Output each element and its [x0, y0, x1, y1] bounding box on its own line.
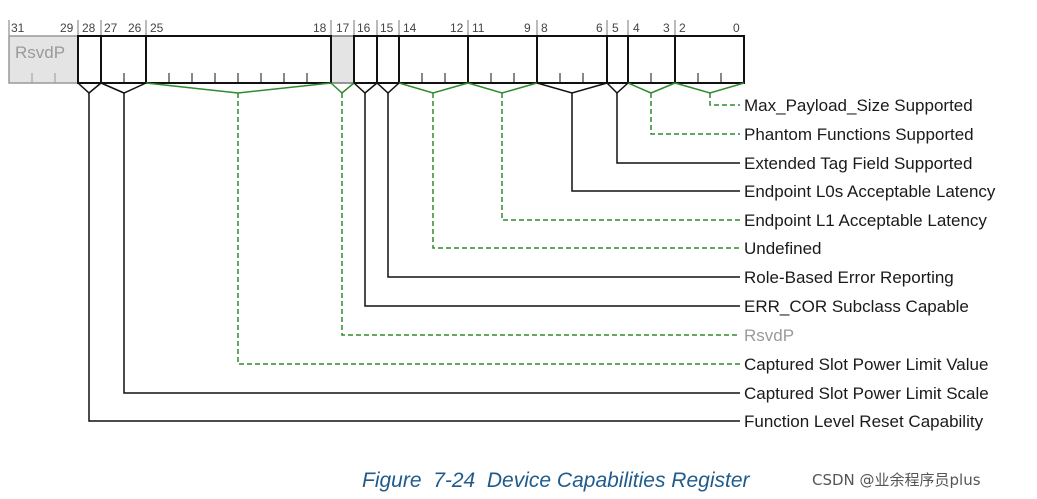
- leader-27-26: [123, 93, 740, 394]
- leader-25-18: [237, 93, 740, 365]
- field-box-11-9: [467, 35, 538, 84]
- field-box-16: [353, 35, 378, 84]
- field-label-rsvdp: RsvdP: [744, 326, 794, 345]
- bit-label-31: 31: [11, 21, 25, 35]
- bit-label-14: 14: [403, 21, 417, 35]
- bit-label-12: 12: [450, 21, 464, 35]
- brace-11-9: [467, 82, 538, 94]
- brace-15: [376, 82, 400, 95]
- leader-4-3: [650, 93, 740, 135]
- field-box-15: [376, 35, 400, 84]
- bit-label-6: 6: [596, 21, 603, 35]
- bit-number-dividers: [8, 20, 676, 36]
- leader-lines-solid: [77, 82, 740, 422]
- bit-label-18: 18: [313, 21, 327, 35]
- field-label-undefined: Undefined: [744, 239, 822, 258]
- field-label-err-cor-subclass: ERR_COR Subclass Capable: [744, 297, 969, 316]
- brace-5: [606, 82, 629, 95]
- bit-label-9: 9: [524, 21, 531, 35]
- brace-17: [330, 82, 355, 94]
- bit-label-4: 4: [633, 21, 640, 35]
- field-box-8-6: [536, 35, 608, 84]
- leader-lines-dashed: [145, 82, 745, 365]
- brace-16: [353, 82, 378, 94]
- field-label-max-payload-size: Max_Payload_Size Supported: [744, 96, 973, 115]
- bit-label-0: 0: [733, 21, 740, 35]
- field-label-phantom-functions: Phantom Functions Supported: [744, 125, 974, 144]
- brace-27-26: [100, 82, 147, 94]
- inner-bit-ticks: [123, 73, 722, 83]
- leader-28: [88, 93, 740, 422]
- reserved-box-ticks: [31, 73, 56, 83]
- bit-label-8: 8: [541, 21, 548, 35]
- bit-label-27: 27: [104, 21, 118, 35]
- brace-14-12: [398, 82, 469, 94]
- field-label-slot-power-limit-scale: Captured Slot Power Limit Scale: [744, 384, 989, 403]
- leader-5: [616, 93, 740, 164]
- leader-16: [364, 93, 740, 307]
- field-label-endpoint-l0s-latency: Endpoint L0s Acceptable Latency: [744, 182, 996, 201]
- watermark: CSDN @业余程序员plus: [812, 471, 981, 489]
- leader-15: [387, 93, 740, 278]
- field-label-endpoint-l1-latency: Endpoint L1 Acceptable Latency: [744, 211, 987, 230]
- brace-4-3: [627, 82, 676, 94]
- brace-8-6: [536, 82, 608, 94]
- brace-2-0: [674, 82, 745, 94]
- field-box-2-0: [674, 35, 745, 84]
- bit-label-16: 16: [357, 21, 371, 35]
- bit-label-25: 25: [150, 21, 164, 35]
- reserved-box-label: RsvdP: [15, 43, 65, 62]
- figure-caption: Figure 7-24 Device Capabilities Register: [362, 469, 751, 492]
- field-box-28: [77, 35, 102, 84]
- bit-label-28: 28: [82, 21, 96, 35]
- register-boxes: RsvdP: [8, 35, 745, 84]
- field-box-14-12: [398, 35, 469, 84]
- field-box-5: [606, 35, 629, 84]
- brace-28: [77, 82, 102, 94]
- bit-label-2: 2: [679, 21, 686, 35]
- field-label-extended-tag-field: Extended Tag Field Supported: [744, 154, 972, 173]
- bit-label-3: 3: [663, 21, 670, 35]
- bit-label-15: 15: [380, 21, 394, 35]
- leader-11-9: [501, 93, 740, 221]
- leader-14-12: [432, 93, 740, 249]
- reserved-box-17: [330, 35, 355, 84]
- leader-17: [341, 93, 740, 336]
- bit-label-11: 11: [472, 21, 485, 35]
- bit-label-5: 5: [612, 21, 619, 35]
- field-label-slot-power-limit-value: Captured Slot Power Limit Value: [744, 355, 988, 374]
- leader-2-0: [709, 93, 740, 106]
- bit-label-17: 17: [336, 21, 350, 35]
- bit-label-26: 26: [128, 21, 142, 35]
- bit-number-labels: 31 29 28 27 26 25 18 17 16 15 14 12 11 9…: [11, 21, 740, 35]
- brace-25-18: [145, 82, 332, 94]
- field-labels: Max_Payload_Size Supported Phantom Funct…: [744, 96, 996, 431]
- field-label-role-based-error-reporting: Role-Based Error Reporting: [744, 268, 954, 287]
- leader-8-6: [571, 93, 740, 192]
- field-label-function-level-reset: Function Level Reset Capability: [744, 412, 984, 431]
- bit-label-29: 29: [60, 21, 74, 35]
